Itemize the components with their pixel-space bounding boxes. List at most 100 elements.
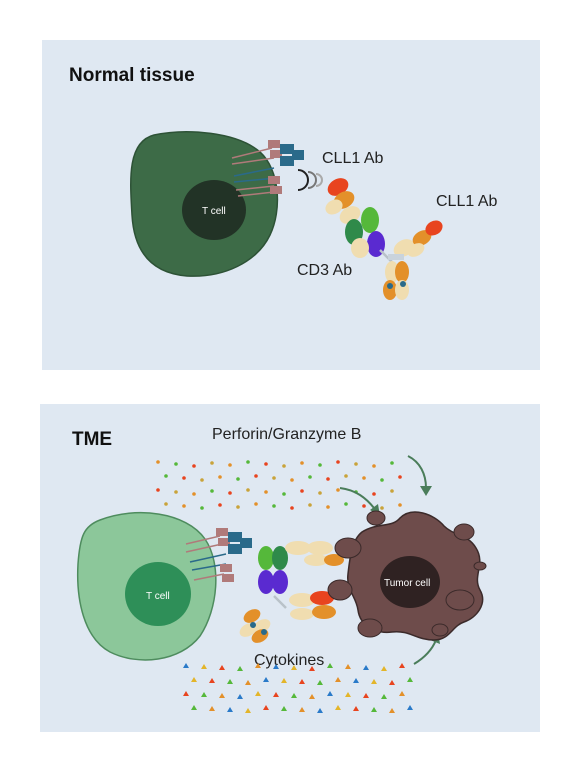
perforin-granzyme-particles [156,460,402,510]
cytokine-particles [183,663,413,713]
perforin-dot [182,476,186,480]
perforin-dot [192,492,196,496]
perforin-dot [290,478,294,482]
perforin-dot [390,461,394,465]
perforin-dot [254,502,258,506]
perforin-dot [272,504,276,508]
tumor-cell-label: Tumor cell [384,578,430,589]
cytokine-mark [209,678,215,683]
cytokine-mark [407,677,413,682]
cytokine-mark [335,677,341,682]
cytokine-mark [209,706,215,711]
cytokine-mark [255,663,261,668]
cd3-ab-label: CD3 Ab [297,262,353,279]
cytokine-mark [399,691,405,696]
perforin-dot [236,477,240,481]
perforin-dot [326,477,330,481]
perforin-dot [336,488,340,492]
normal-tissue-illustration: T cell [130,131,443,300]
perforin-dot [164,502,168,506]
cytokine-mark [363,665,369,670]
perforin-dot [362,476,366,480]
perforin-dot [282,492,286,496]
cytokine-mark [291,665,297,670]
cytokine-mark [191,705,197,710]
perforin-dot [264,490,268,494]
perforin-granzyme-label: Perforin/Granzyme B [212,426,362,443]
cytokine-mark [273,664,279,669]
cytokine-mark [327,691,333,696]
tme-illustration: T cell [76,455,487,713]
cytokine-mark [407,705,413,710]
cytokine-mark [309,666,315,671]
perforin-dot [174,490,178,494]
perforin-dot [272,476,276,480]
cytokine-mark [227,707,233,712]
perforin-dot [398,475,402,479]
perforin-dot [264,462,268,466]
perforin-dot [200,506,204,510]
cytokine-mark [263,677,269,682]
perforin-dot [210,461,214,465]
perforin-dot [300,489,304,493]
panel-title-tme: TME [72,429,113,450]
perforin-dot [380,478,384,482]
perforin-dot [282,464,286,468]
perforin-dot [174,462,178,466]
cytokine-mark [245,680,251,685]
cytokine-mark [191,677,197,682]
cytokine-mark [371,679,377,684]
perforin-dot [156,488,160,492]
cytokine-mark [255,691,261,696]
cytokine-mark [281,706,287,711]
cytokine-mark [201,664,207,669]
perforin-dot [246,460,250,464]
cytokine-mark [345,692,351,697]
cytokine-mark [237,666,243,671]
perforin-dot [236,505,240,509]
perforin-dot [390,489,394,493]
cytokine-mark [309,694,315,699]
perforin-dot [290,506,294,510]
cytokine-mark [227,679,233,684]
cytokine-mark [281,678,287,683]
cytokine-mark [353,678,359,683]
cll1-ab-label-right: CLL1 Ab [436,193,498,210]
perforin-dot [254,474,258,478]
cytokine-mark [389,680,395,685]
perforin-dot [246,488,250,492]
cytokine-mark [345,664,351,669]
cytokine-mark [245,708,251,713]
tme-tcr-complex [185,528,252,582]
cytokine-mark [353,706,359,711]
perforin-dot [362,504,366,508]
perforin-dot [210,489,214,493]
cytokine-mark [237,694,243,699]
perforin-dot [344,502,348,506]
perforin-dot [200,478,204,482]
perforin-dot [164,474,168,478]
signal-arcs-icon [297,169,323,191]
perforin-dot [318,463,322,467]
perforin-dot [398,503,402,507]
panel-normal-tissue: Normal tissue T cell [42,40,540,370]
t-cell-nucleus [182,180,246,240]
cytokine-mark [381,666,387,671]
cytokine-mark [273,692,279,697]
panel-title-normal: Normal tissue [69,65,195,86]
perforin-dot [300,461,304,465]
perforin-dot [192,464,196,468]
cytokine-mark [327,663,333,668]
perforin-dot [218,475,222,479]
cytokine-mark [389,708,395,713]
panel-tme: TME Perforin/Granzyme B Cytokines T cell [40,404,540,732]
perforin-dot [228,463,232,467]
tcr-complex [231,140,304,197]
cytokine-mark [183,691,189,696]
perforin-dot [372,492,376,496]
t-cell-tme-label: T cell [146,591,170,602]
perforin-dot [336,460,340,464]
cll1-ab-label-top: CLL1 Ab [322,150,384,167]
cytokine-mark [381,694,387,699]
cytokine-mark [263,705,269,710]
